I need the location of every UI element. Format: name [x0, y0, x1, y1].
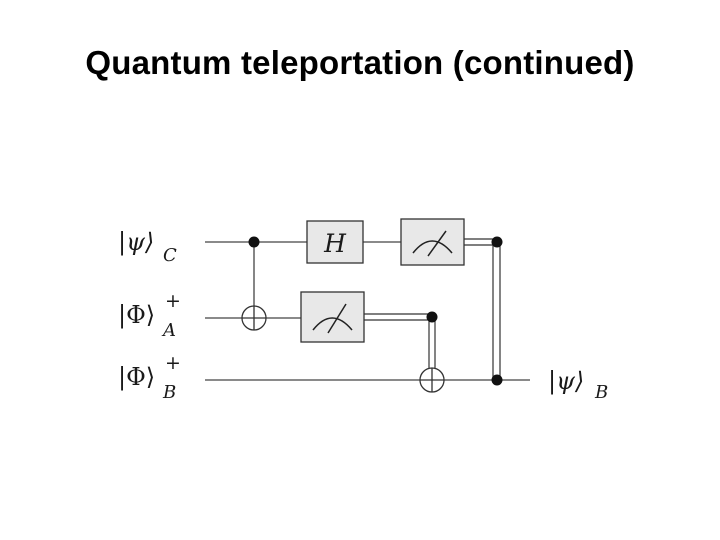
input-label-c-sub: C — [163, 245, 177, 266]
output-label-sub: B — [594, 382, 608, 403]
x-correction-target-icon — [419, 367, 445, 393]
classical-wire-c — [464, 238, 501, 380]
input-label-c-ket: |ψ⟩ — [118, 228, 154, 257]
input-label-b: |Φ⟩ + B — [118, 352, 181, 403]
classical-wire-a — [364, 313, 436, 368]
input-label-a-ket: |Φ⟩ — [118, 301, 155, 330]
cnot-ca-control-dot — [248, 236, 260, 248]
input-label-b-sup: + — [165, 352, 181, 374]
slide-title: Quantum teleportation (continued) — [85, 44, 635, 81]
hadamard-label: H — [323, 229, 347, 258]
input-label-a-sup: + — [165, 290, 181, 312]
cnot-ca-target-icon — [241, 305, 267, 331]
input-label-a: |Φ⟩ + A — [118, 290, 181, 341]
input-label-c: |ψ⟩ C — [118, 228, 177, 266]
input-label-b-sub: B — [162, 382, 176, 403]
output-label-ket: |ψ⟩ — [548, 367, 584, 396]
z-correction-target-dot — [491, 374, 503, 386]
output-label-b: |ψ⟩ B — [548, 367, 608, 403]
hadamard-gate: H — [306, 220, 364, 264]
measurement-meter-a-icon — [300, 291, 365, 343]
measurement-meter-c-icon — [400, 218, 465, 266]
input-label-b-ket: |Φ⟩ — [118, 363, 155, 392]
x-correction-control-dot — [426, 311, 438, 323]
input-label-a-sub: A — [161, 320, 176, 341]
z-correction-control-dot — [491, 236, 503, 248]
